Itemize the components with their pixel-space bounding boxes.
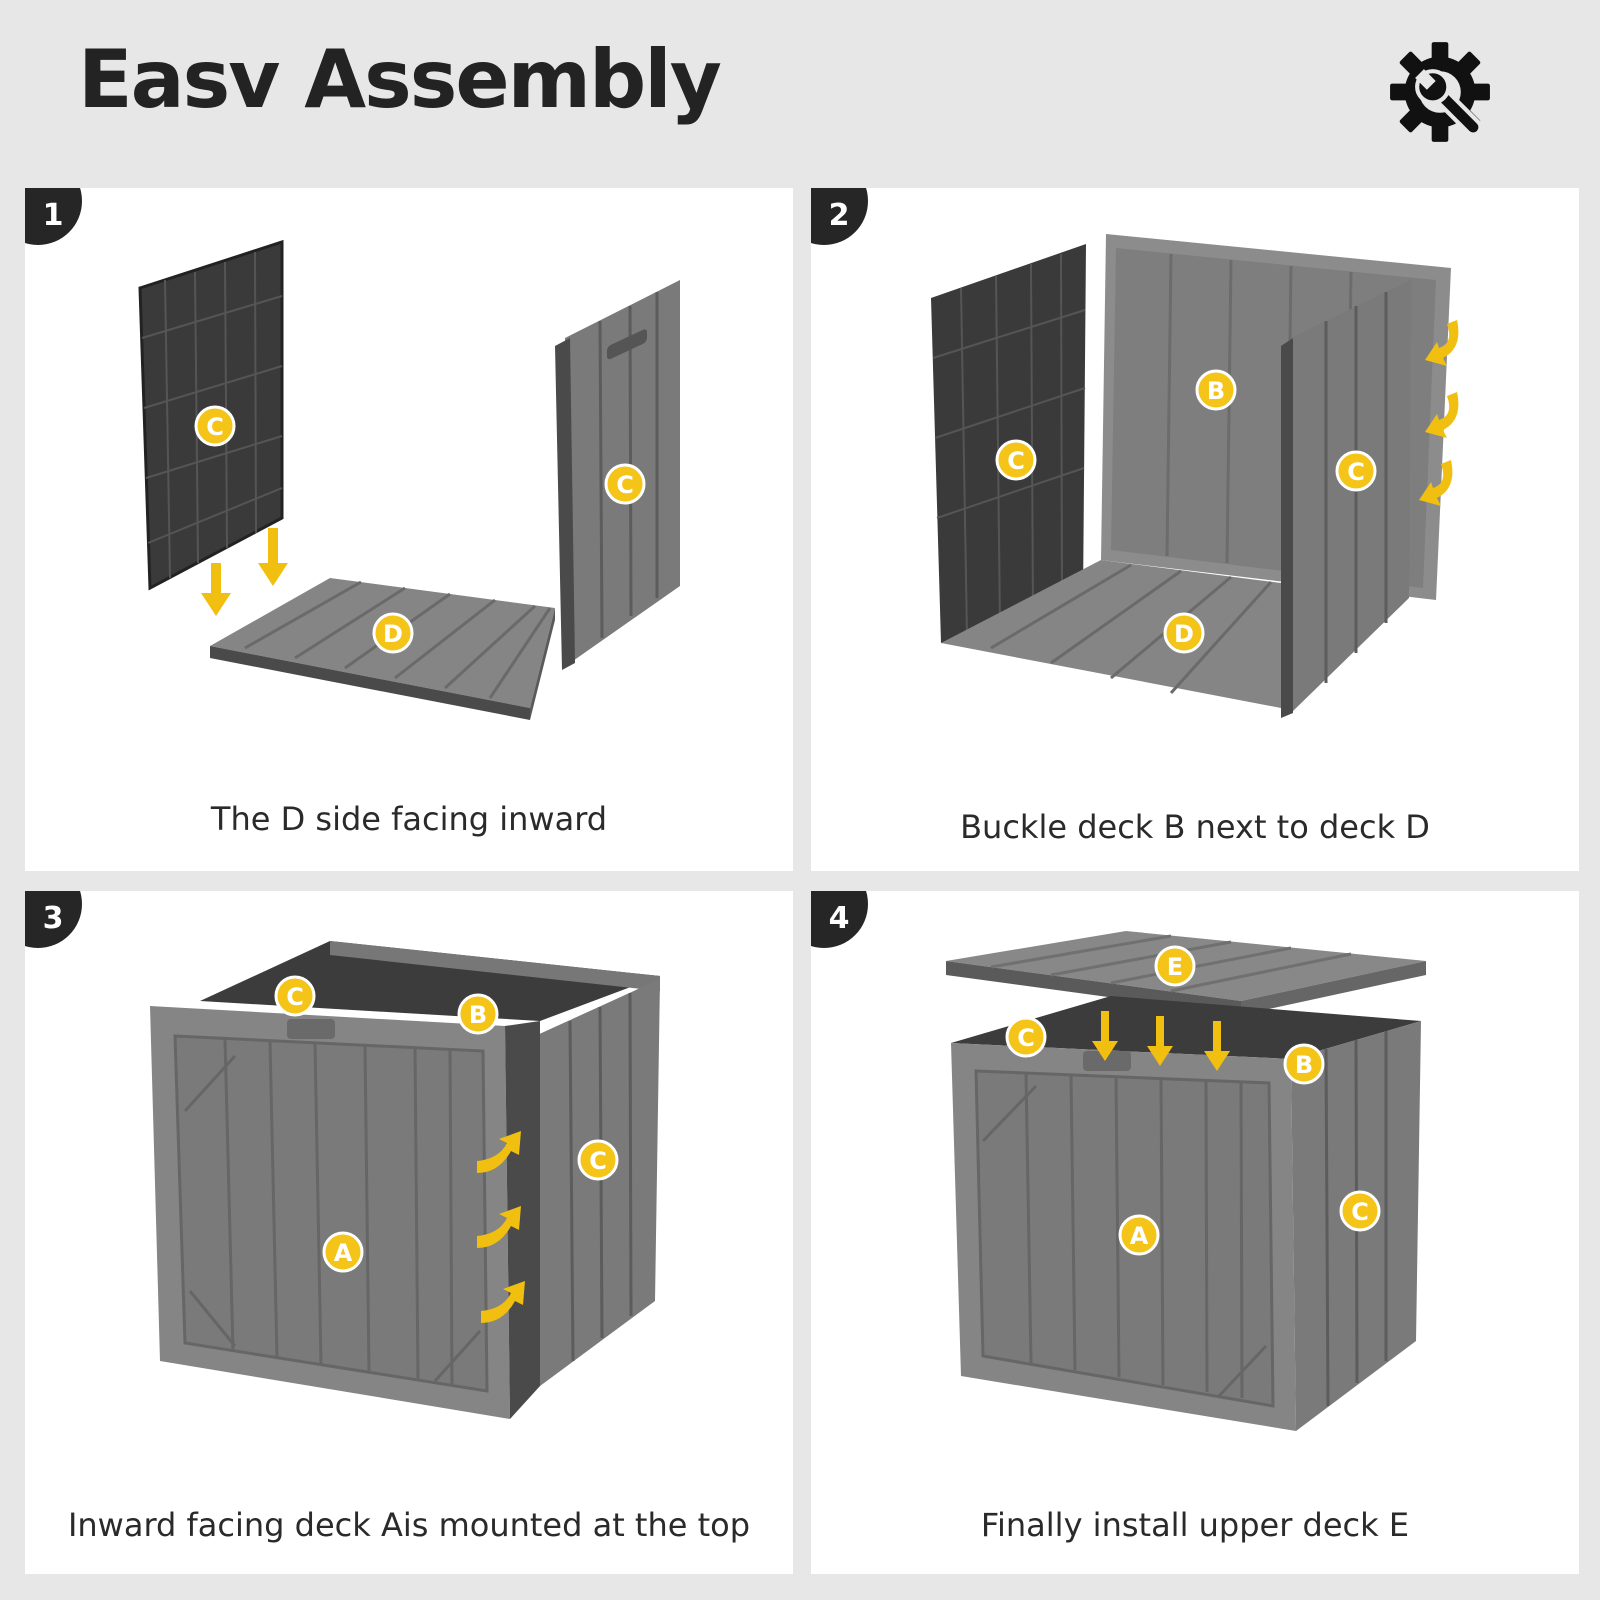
deck-a-front (150, 1006, 510, 1419)
svg-text:C: C (286, 983, 304, 1011)
box-interior (200, 941, 660, 1021)
label-marker: C (274, 975, 316, 1017)
svg-text:B: B (1295, 1051, 1313, 1079)
step-3-arrows (477, 1131, 525, 1323)
label-marker: D (372, 612, 414, 654)
step-2-panel: 2 (811, 188, 1579, 871)
svg-text:C: C (589, 1147, 607, 1175)
label-marker: E (1154, 945, 1196, 987)
step-1-illustration: C C D (138, 239, 680, 720)
step-4-caption: Finally install upper deck E (980, 1506, 1410, 1544)
svg-text:C: C (616, 471, 634, 499)
label-marker: C (1005, 1016, 1047, 1058)
label-marker: D (1163, 612, 1205, 654)
label-marker: B (457, 993, 499, 1035)
gear-wrench-icon (1390, 42, 1490, 142)
label-marker: A (322, 1231, 364, 1273)
step-3-panel: 3 (25, 891, 793, 1574)
step-4-illustration: E C B C A (946, 931, 1426, 1431)
svg-text:D: D (1174, 620, 1194, 648)
svg-text:E: E (1167, 953, 1183, 981)
box-interior (951, 996, 1421, 1059)
label-marker: C (1335, 450, 1377, 492)
svg-text:C: C (206, 413, 224, 441)
page-title: Easv Assembly (78, 33, 722, 126)
label-marker: C (995, 439, 1037, 481)
svg-text:A: A (334, 1239, 353, 1267)
label-marker: C (1339, 1190, 1381, 1232)
step-3-caption: Inward facing deck Ais mounted at the to… (67, 1506, 751, 1544)
label-marker: B (1283, 1043, 1325, 1085)
svg-text:C: C (1351, 1198, 1369, 1226)
step-1-arrows (201, 528, 288, 616)
svg-text:C: C (1017, 1024, 1035, 1052)
svg-text:B: B (469, 1001, 487, 1029)
step-4-arrows (1092, 1011, 1230, 1071)
step-3-illustration: C B C A (150, 941, 660, 1419)
svg-text:D: D (383, 620, 403, 648)
label-marker: C (577, 1139, 619, 1181)
label-marker: C (604, 463, 646, 505)
label-marker: C (194, 405, 236, 447)
svg-text:B: B (1207, 377, 1225, 405)
step-2-illustration: C B C D (931, 234, 1459, 718)
deck-c-right (535, 979, 660, 1386)
step-2-arrows (1419, 320, 1459, 506)
step-4-panel: 4 (811, 891, 1579, 1574)
svg-text:A: A (1130, 1222, 1149, 1250)
step-1-caption: The D side facing inward (210, 800, 608, 838)
step-1-panel: 1 (25, 188, 793, 871)
deck-c-right (1281, 280, 1411, 718)
label-marker: A (1118, 1214, 1160, 1256)
label-marker: B (1195, 369, 1237, 411)
step-3-badge: 3 (25, 891, 82, 948)
step-2-caption: Buckle deck B next to deck D (960, 808, 1430, 846)
svg-text:C: C (1347, 458, 1365, 486)
svg-text:C: C (1007, 447, 1025, 475)
step-1-badge: 1 (25, 188, 82, 245)
step-4-badge: 4 (811, 891, 868, 948)
